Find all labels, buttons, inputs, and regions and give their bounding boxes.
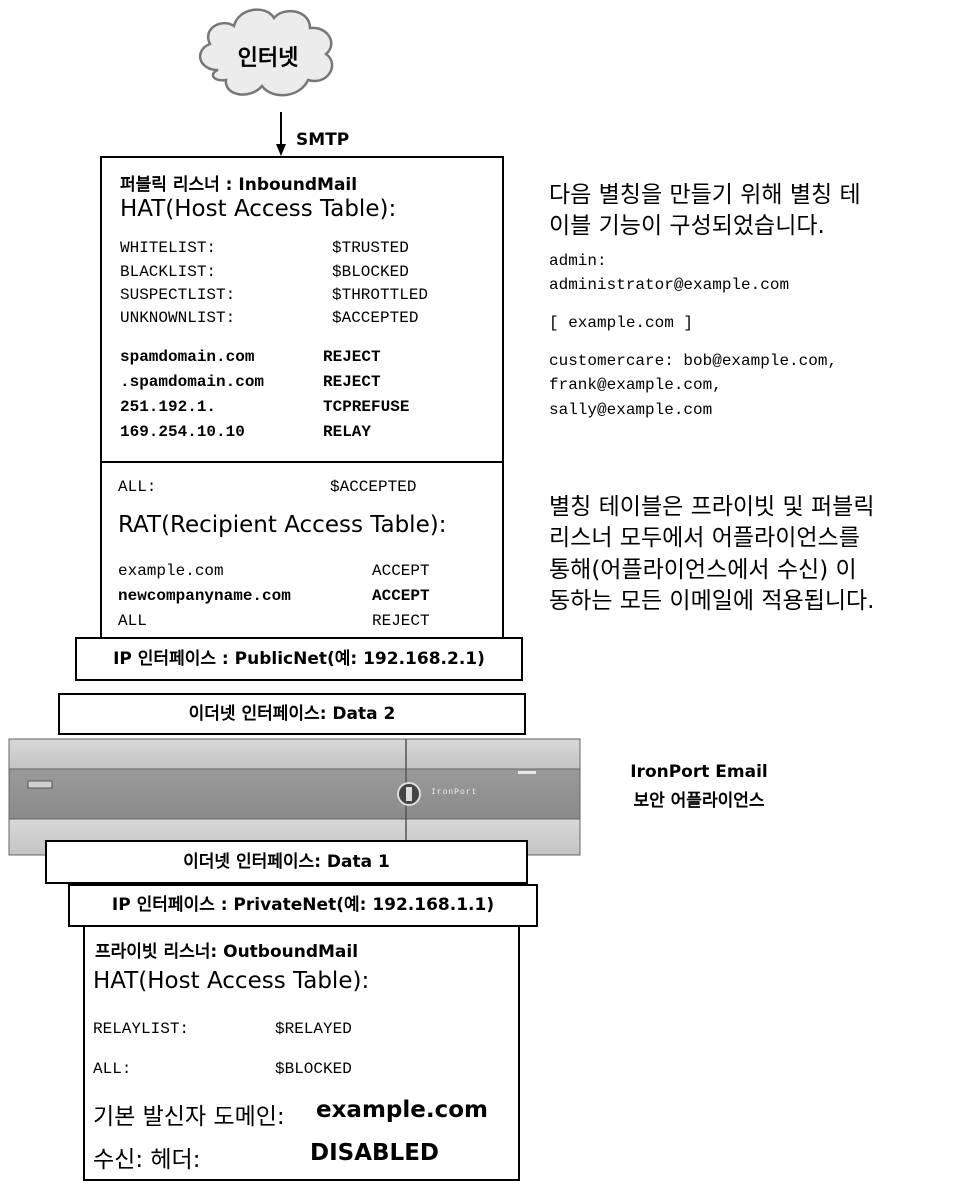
alias-note-1: 별칭 테이블은 프라이빗 및 퍼블릭 — [549, 494, 875, 520]
hat-value: $BLOCKED — [332, 263, 409, 281]
hat-value: $THROTTLED — [332, 286, 429, 304]
public-listener-box-sides — [100, 463, 504, 638]
hat-row: WHITELIST: — [120, 239, 216, 257]
hat-key: 169.254.10.10 — [120, 423, 245, 441]
alias-note-3: 통해(어플라이언스에서 수신) 이 — [549, 557, 857, 583]
ethernet-data1-label: 이더넷 인터페이스: Data 1 — [183, 852, 390, 872]
rat-value: ACCEPT — [372, 587, 430, 605]
ip-interface-private-label: IP 인터페이스 : PrivateNet(예: 192.168.1.1) — [111, 895, 495, 915]
rat-value: ACCEPT — [372, 562, 430, 580]
ip-interface-public-label: IP 인터페이스 : PublicNet(예: 192.168.2.1) — [113, 649, 485, 669]
hat-key: WHITELIST: — [120, 239, 217, 257]
public-rat-title: RAT(Recipient Access Table): — [118, 512, 447, 538]
public-listener-title: 퍼블릭 리스너 : InboundMail — [120, 175, 358, 195]
default-domain-value: example.com — [316, 1097, 489, 1123]
alias-entry-customercare-2: frank@example.com, — [549, 376, 722, 394]
rat-key: ALL — [118, 612, 147, 630]
ethernet-data1: 이더넷 인터페이스: Data 1 — [45, 840, 528, 884]
smtp-arrow — [275, 112, 287, 158]
hat-key: .spamdomain.com — [120, 373, 265, 391]
private-hat-key: RELAYLIST: — [93, 1020, 190, 1038]
private-listener-box: 프라이빗 리스너: OutboundMail HAT(Host Access T… — [83, 925, 520, 1181]
hat-key: SUSPECTLIST: — [120, 286, 236, 304]
alias-entry-admin-2: administrator@example.com — [549, 276, 790, 294]
alias-intro-1: 다음 별칭을 만들기 위해 별칭 테 — [549, 182, 861, 208]
public-listener-box-ext — [100, 156, 504, 465]
appliance-label-2: 보안 어플라이언스 — [633, 791, 765, 811]
appliance-brand: IronPort — [431, 788, 478, 797]
public-hat-title: HAT(Host Access Table): — [120, 196, 397, 222]
internet-label: 인터넷 — [237, 46, 299, 71]
private-listener-title: 프라이빗 리스너: OutboundMail — [95, 942, 359, 962]
hat-key: UNKNOWNLIST: — [120, 309, 236, 327]
rat-key: example.com — [118, 562, 224, 580]
hat-value: TCPREFUSE — [323, 398, 410, 416]
alias-note-2: 리스너 모두에서 어플라이언스를 — [549, 525, 860, 551]
hat-key: BLACKLIST: — [120, 263, 217, 281]
hat-row: SUSPECTLIST: — [120, 286, 235, 304]
rat-value: REJECT — [372, 612, 430, 630]
received-header-label: 수신: 헤더: — [93, 1147, 201, 1173]
alias-domain-block: [ example.com ] — [549, 314, 694, 332]
hat-value: $TRUSTED — [332, 239, 409, 257]
alias-entry-admin-1: admin: — [549, 252, 607, 270]
private-hat-title: HAT(Host Access Table): — [93, 968, 370, 994]
alias-note-4: 동하는 모든 이메일에 적용됩니다. — [549, 588, 875, 614]
appliance-label-1: IronPort Email — [630, 762, 768, 782]
rat-key: newcompanyname.com — [118, 587, 291, 605]
alias-intro-2: 이블 기능이 구성되었습니다. — [549, 213, 825, 239]
ip-interface-public: IP 인터페이스 : PublicNet(예: 192.168.2.1) — [75, 637, 523, 681]
ethernet-data2-label: 이더넷 인터페이스: Data 2 — [188, 704, 396, 724]
public-listener-box: 퍼블릭 리스너 : InboundMail HAT(Host Access Ta… — [100, 156, 504, 463]
hat-value: $ACCEPTED — [330, 478, 417, 496]
ip-interface-private: IP 인터페이스 : PrivateNet(예: 192.168.1.1) — [68, 884, 538, 927]
cloud-icon — [198, 8, 334, 97]
private-hat-value: $BLOCKED — [275, 1060, 352, 1078]
hat-value: RELAY — [323, 423, 372, 441]
hat-value: REJECT — [323, 348, 381, 366]
appliance-chassis: IronPort — [8, 738, 581, 856]
private-hat-key: ALL: — [93, 1060, 132, 1078]
hat-key: spamdomain.com — [120, 348, 255, 366]
internet-cloud: 인터넷 — [188, 0, 348, 112]
hat-value: $ACCEPTED — [332, 309, 419, 327]
private-hat-value: $RELAYED — [275, 1020, 352, 1038]
hat-row: BLACKLIST: — [120, 263, 216, 281]
hat-key: 251.192.1. — [120, 398, 217, 416]
default-domain-label: 기본 발신자 도메인: — [93, 1104, 285, 1130]
hat-row: UNKNOWNLIST: — [120, 309, 235, 327]
smtp-label: SMTP — [296, 130, 350, 150]
alias-entry-customercare-1: customercare: bob@example.com, — [549, 352, 838, 370]
hat-key: ALL: — [118, 478, 157, 496]
ethernet-data2: 이더넷 인터페이스: Data 2 — [58, 693, 526, 735]
hat-value: REJECT — [323, 373, 381, 391]
alias-entry-customercare-3: sally@example.com — [549, 401, 713, 419]
received-header-value: DISABLED — [310, 1140, 440, 1166]
